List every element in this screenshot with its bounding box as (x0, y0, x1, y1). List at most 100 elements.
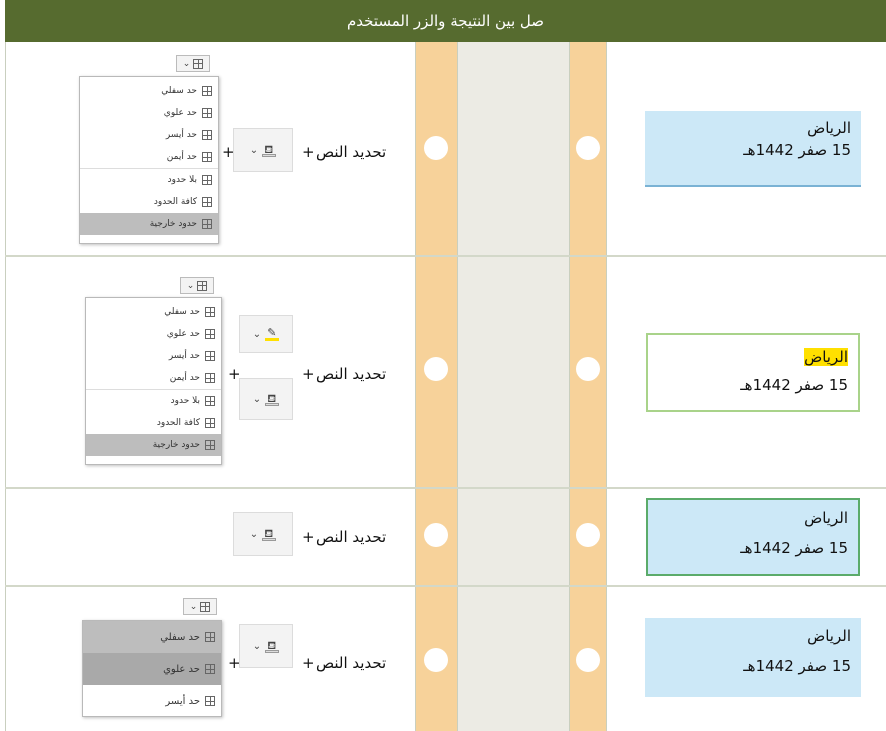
borders-dropdown-button[interactable]: ⌄ (176, 55, 210, 72)
border-grid-icon (200, 601, 211, 612)
plus-sign: + (302, 143, 315, 161)
menu-item-bottom-border[interactable]: حد سفلي (83, 621, 221, 653)
top-border-icon (205, 329, 215, 339)
row-divider (5, 585, 886, 587)
result-date: 15 صفر 1442هـ (740, 376, 848, 394)
chevron-down-icon: ⌄ (249, 144, 259, 156)
borders-dropdown-button[interactable]: ⌄ (183, 598, 217, 615)
menu-item-all-borders[interactable]: كافة الحدود (86, 412, 221, 434)
chevron-down-icon: ⌄ (249, 528, 259, 540)
fill-color-button[interactable]: ⌄ ⛾ (239, 378, 293, 420)
action-label-2: تحديد النص (316, 365, 387, 383)
result-city: الرياض (807, 627, 851, 645)
menu-item-outside-borders[interactable]: حدود خارجية (80, 213, 218, 235)
menu-item-top-border[interactable]: حد علوي (83, 653, 221, 685)
chevron-down-icon: ⌄ (252, 328, 262, 340)
menu-item-no-border[interactable]: بلا حدود (86, 390, 221, 412)
fill-color-button[interactable]: ⌄ ⛾ (239, 624, 293, 668)
result-city-highlighted: الرياض (804, 348, 848, 366)
fill-color-button[interactable]: ⌄ ⛾ (233, 128, 293, 172)
fill-color-button[interactable]: ⌄ ⛾ (233, 512, 293, 556)
bottom-border-icon (202, 86, 212, 96)
menu-item-right-border[interactable]: حد أيمن (80, 146, 218, 168)
bottom-border-icon (205, 632, 215, 642)
menu-item-top-border[interactable]: حد علوي (80, 102, 218, 124)
left-border-icon (205, 351, 215, 361)
match-dot-button-3[interactable] (424, 523, 448, 547)
result-date: 15 صفر 1442هـ (743, 657, 851, 675)
result-city: الرياض (807, 119, 851, 137)
result-box-2: الرياض 15 صفر 1442هـ (646, 333, 860, 412)
row-divider (5, 255, 886, 257)
all-borders-icon (205, 418, 215, 428)
no-border-icon (205, 396, 215, 406)
highlighter-pen-icon: ✎ (265, 327, 280, 341)
plus-sign: + (228, 365, 241, 383)
menu-item-left-border[interactable]: حد أيسر (83, 685, 221, 717)
menu-item-all-borders[interactable]: كافة الحدود (80, 191, 218, 213)
menu-separator (86, 389, 221, 390)
match-dot-result-4[interactable] (576, 648, 600, 672)
bottom-border-icon (205, 307, 215, 317)
action-label-3: تحديد النص (316, 528, 387, 546)
menu-item-bottom-border[interactable]: حد سفلي (86, 301, 221, 323)
right-border-icon (205, 373, 215, 383)
borders-menu: حد سفلي حد علوي حد أيسر حد أيمن بلا حدود… (79, 76, 219, 244)
borders-menu: حد سفلي حد علوي حد أيسر (82, 620, 222, 717)
menu-item-left-border[interactable]: حد أيسر (86, 345, 221, 367)
chevron-down-icon: ⌄ (182, 58, 191, 69)
header-bar: صل بين النتيجة والزر المستخدم (5, 0, 886, 42)
match-dot-button-1[interactable] (424, 136, 448, 160)
match-dot-result-3[interactable] (576, 523, 600, 547)
borders-dropdown-button[interactable]: ⌄ (180, 277, 214, 294)
chevron-down-icon: ⌄ (189, 601, 198, 612)
table-frame (5, 42, 886, 731)
paint-bucket-icon: ⛾ (262, 143, 277, 157)
result-box-4: الرياض 15 صفر 1442هـ (645, 618, 861, 697)
plus-sign: + (302, 654, 315, 672)
highlight-color-button[interactable]: ⌄ ✎ (239, 315, 293, 353)
top-border-icon (202, 108, 212, 118)
plus-sign: + (228, 654, 241, 672)
action-label-1: تحديد النص (316, 143, 387, 161)
result-city: الرياض (804, 509, 848, 527)
center-gap-column (458, 42, 569, 731)
result-date: 15 صفر 1442هـ (743, 141, 851, 159)
match-dot-button-4[interactable] (424, 648, 448, 672)
result-box-3: الرياض 15 صفر 1442هـ (646, 498, 860, 576)
menu-item-right-border[interactable]: حد أيمن (86, 367, 221, 389)
border-grid-icon (193, 58, 204, 69)
match-dot-result-1[interactable] (576, 136, 600, 160)
paint-bucket-icon: ⛾ (265, 392, 280, 406)
plus-sign: + (302, 365, 315, 383)
left-border-icon (202, 130, 212, 140)
match-dot-result-2[interactable] (576, 357, 600, 381)
menu-item-outside-borders[interactable]: حدود خارجية (86, 434, 221, 456)
result-date: 15 صفر 1442هـ (740, 539, 848, 557)
header-title: صل بين النتيجة والزر المستخدم (347, 12, 544, 30)
no-border-icon (202, 175, 212, 185)
menu-item-bottom-border[interactable]: حد سفلي (80, 80, 218, 102)
chevron-down-icon: ⌄ (186, 280, 195, 291)
outside-borders-icon (202, 219, 212, 229)
plus-sign: + (302, 528, 315, 546)
result-box-1: الرياض 15 صفر 1442هـ (645, 111, 861, 187)
menu-separator (80, 168, 218, 169)
top-border-icon (205, 664, 215, 674)
border-grid-icon (197, 280, 208, 291)
chevron-down-icon: ⌄ (252, 640, 262, 652)
menu-item-top-border[interactable]: حد علوي (86, 323, 221, 345)
menu-item-left-border[interactable]: حد أيسر (80, 124, 218, 146)
all-borders-icon (202, 197, 212, 207)
match-dot-button-2[interactable] (424, 357, 448, 381)
plus-sign: + (222, 143, 235, 161)
chevron-down-icon: ⌄ (252, 393, 262, 405)
row-divider (5, 487, 886, 489)
menu-item-no-border[interactable]: بلا حدود (80, 169, 218, 191)
right-border-icon (202, 152, 212, 162)
paint-bucket-icon: ⛾ (262, 527, 277, 541)
left-border-icon (205, 696, 215, 706)
outside-borders-icon (205, 440, 215, 450)
paint-bucket-icon: ⛾ (265, 639, 280, 653)
borders-menu: حد سفلي حد علوي حد أيسر حد أيمن بلا حدود… (85, 297, 222, 465)
